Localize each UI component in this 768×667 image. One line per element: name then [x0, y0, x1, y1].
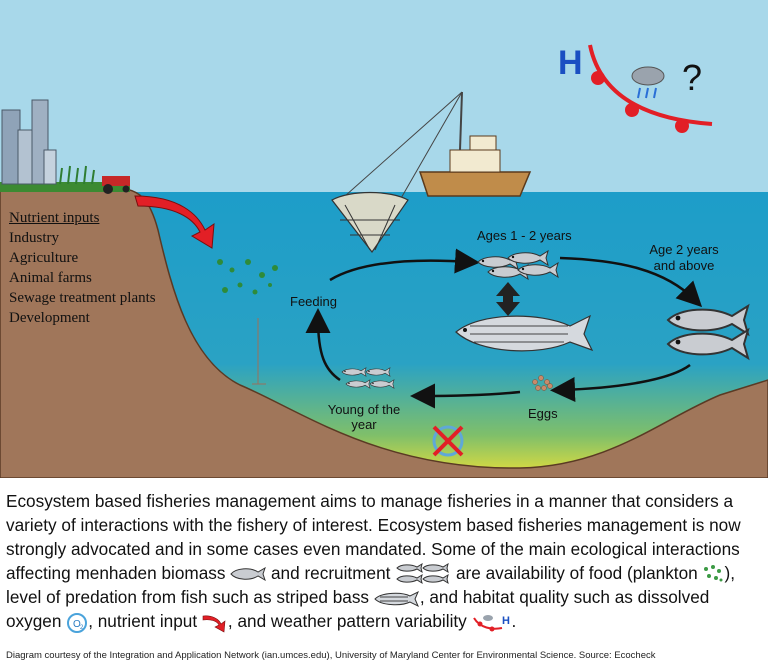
svg-text:O: O	[73, 619, 81, 630]
plankton-small-icon	[704, 565, 723, 582]
caption-text: ), level of predation from fish such as …	[6, 563, 735, 608]
cycle-arrow-to-eggs	[550, 363, 691, 402]
label-ages-1-2: Ages 1 - 2 years	[477, 228, 572, 243]
rain-cloud-icon	[631, 66, 665, 99]
caption-text: .	[511, 611, 517, 632]
caption-text: , nutrient input	[88, 611, 202, 632]
no-oxygen-icon	[432, 425, 464, 457]
cycle-arrow-to-ages1-2	[329, 248, 480, 282]
label-age-2-line1: Age 2 years	[649, 242, 719, 257]
weather-pattern-small-icon: H	[472, 614, 510, 632]
caption-text: Ecosystem based fisheries management aim…	[6, 491, 741, 583]
striped-bass-icon	[455, 314, 594, 352]
label-eggs: Eggs	[528, 406, 558, 421]
nutrient-item: Sewage treatment plants	[9, 290, 156, 306]
weather-high-label: H	[558, 44, 583, 82]
recruitment-fish-school-icon	[396, 563, 449, 585]
seabed	[0, 187, 768, 478]
label-young-line2: year	[351, 417, 377, 432]
label-age-2-line2: and above	[654, 258, 715, 273]
label-young-line1: Young of the	[328, 402, 401, 417]
fishing-net-icon	[331, 191, 409, 254]
eggs-icon	[532, 375, 553, 391]
weather-question-label: ?	[682, 57, 702, 98]
caption-text: , and habitat quality such as dissolved …	[6, 587, 710, 632]
predation-double-arrow	[496, 282, 520, 316]
land-strip	[0, 182, 130, 192]
fishing-boat-icon	[344, 91, 532, 201]
cycle-arrow-to-feeding	[305, 308, 341, 382]
nutrient-input-small-icon	[202, 615, 226, 633]
nutrient-item: Development	[9, 310, 90, 326]
cycle-arrow-to-young	[410, 383, 521, 409]
caption-paragraph: Ecosystem based fisheries management aim…	[6, 489, 766, 634]
nutrient-item: Animal farms	[9, 270, 92, 286]
sky	[0, 0, 768, 195]
nutrient-inputs-heading: Nutrient inputs	[9, 210, 100, 226]
caption-text: are availability of food (plankton	[451, 563, 703, 583]
nutrient-item: Agriculture	[9, 250, 79, 266]
crops-icon	[59, 165, 95, 185]
caption-text: , and weather pattern variability	[227, 611, 472, 632]
nutrient-inputs-list: Nutrient inputs Industry Agriculture Ani…	[9, 208, 209, 328]
svg-text:H: H	[502, 615, 510, 627]
weather-front-icon	[588, 44, 713, 133]
nutrient-item: Industry	[9, 230, 59, 246]
ecosystem-diagram: H ?	[0, 0, 768, 478]
menhaden-fish-icon	[230, 567, 267, 582]
svg-text:2: 2	[80, 625, 84, 631]
tractor-icon	[102, 176, 130, 194]
striped-bass-small-icon	[374, 590, 419, 607]
cycle-arrow-to-age2	[559, 256, 703, 308]
plankton-icon	[217, 259, 278, 295]
nutrient-input-arrow	[134, 195, 215, 249]
caption-text: and recruitment	[266, 563, 396, 583]
label-feeding: Feeding	[290, 294, 337, 309]
city-icon	[1, 99, 57, 185]
diagram-credit: Diagram courtesy of the Integration and …	[6, 650, 656, 661]
